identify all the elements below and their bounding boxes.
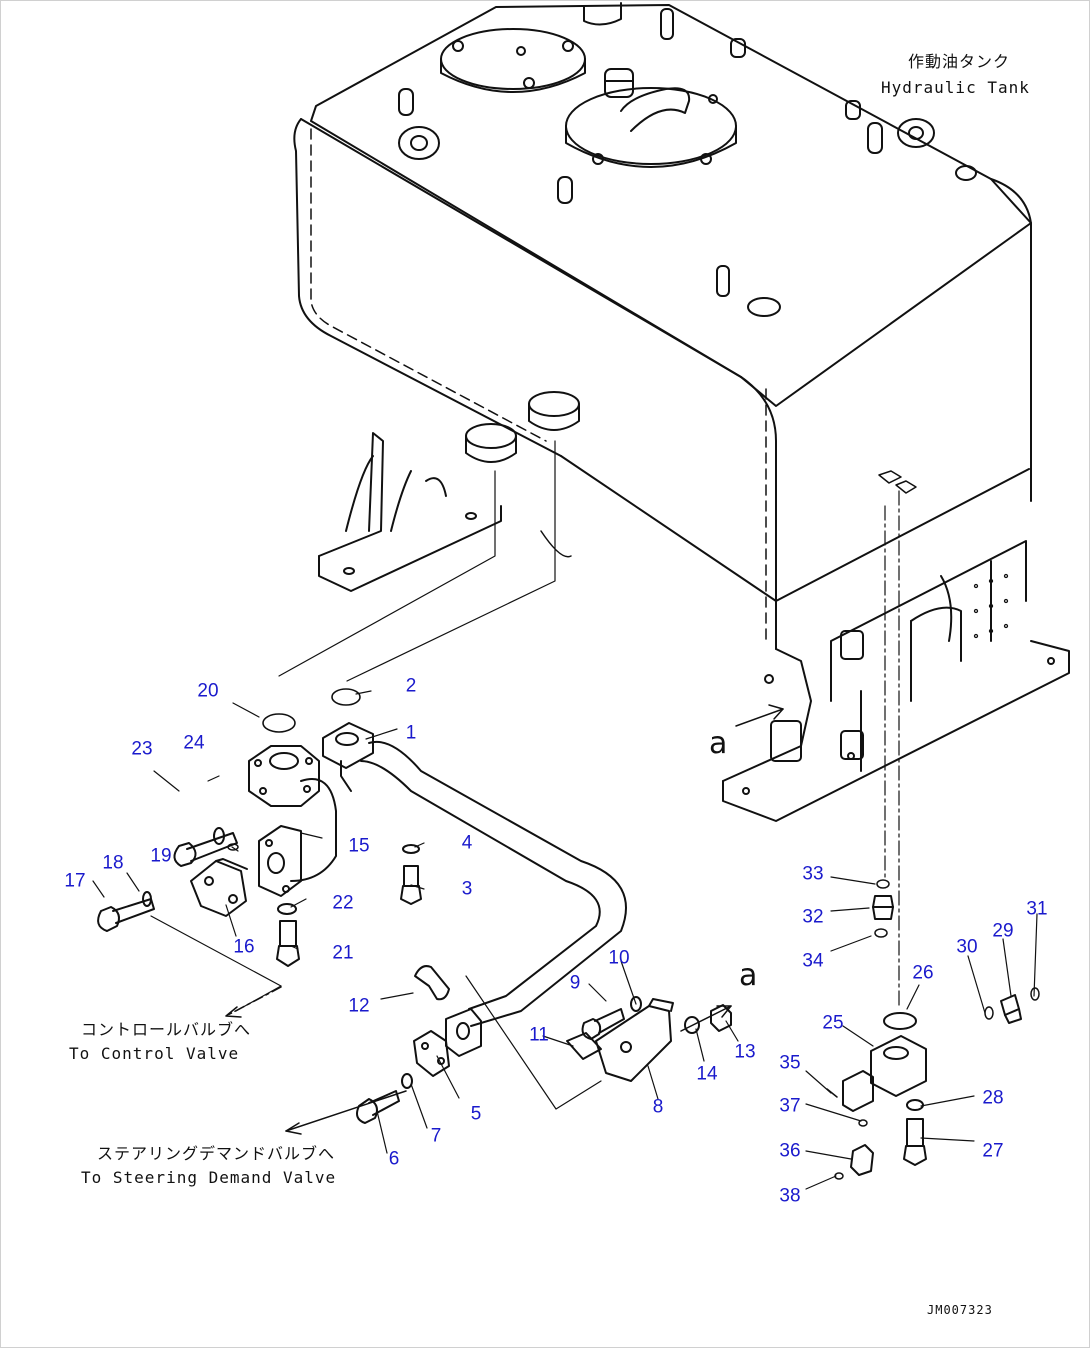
part-callout-31[interactable]: 31: [1026, 898, 1048, 920]
part-callout-25[interactable]: 25: [822, 1012, 844, 1034]
tank-label-jp: 作動油タンク: [908, 52, 1011, 71]
steering-valve-label-jp: ステアリングデマンドバルブへ: [97, 1144, 336, 1163]
part-callout-29[interactable]: 29: [992, 920, 1014, 942]
part-callout-5[interactable]: 5: [470, 1103, 482, 1125]
view-marker-upper: a: [709, 726, 728, 761]
part-callout-9[interactable]: 9: [569, 972, 581, 994]
part-callout-28[interactable]: 28: [982, 1087, 1004, 1109]
part-callout-2[interactable]: 2: [405, 675, 417, 697]
leader-lines: [92, 440, 1038, 1190]
control-valve-label-jp: コントロールバルブへ: [81, 1020, 252, 1039]
part-callout-3[interactable]: 3: [461, 878, 473, 900]
part-callout-32[interactable]: 32: [802, 906, 824, 928]
part-callout-16[interactable]: 16: [233, 936, 255, 958]
part-callout-1[interactable]: 1: [405, 722, 417, 744]
part-callout-35[interactable]: 35: [779, 1052, 801, 1074]
part-callout-27[interactable]: 27: [982, 1140, 1004, 1162]
part-callout-11[interactable]: 11: [529, 1024, 549, 1046]
part-callout-7[interactable]: 7: [430, 1125, 442, 1147]
part-callout-13[interactable]: 13: [734, 1041, 756, 1063]
part-callout-10[interactable]: 10: [608, 947, 630, 969]
part-callout-12[interactable]: 12: [348, 995, 370, 1017]
part-callout-15[interactable]: 15: [348, 835, 370, 857]
part-callout-19[interactable]: 19: [150, 845, 172, 867]
part-callout-22[interactable]: 22: [332, 892, 354, 914]
part-callout-38[interactable]: 38: [779, 1185, 801, 1207]
drawing-id: JM007323: [927, 1303, 993, 1317]
part-callout-8[interactable]: 8: [652, 1096, 664, 1118]
hydraulic-tank: [293, 2, 1070, 822]
tank-label-en: Hydraulic Tank: [881, 78, 1030, 97]
part-callout-20[interactable]: 20: [197, 680, 219, 702]
part-callout-18[interactable]: 18: [102, 852, 124, 874]
view-marker-lower: a: [739, 958, 758, 993]
control-valve-label-en: To Control Valve: [69, 1044, 240, 1063]
part-callout-14[interactable]: 14: [696, 1063, 718, 1085]
direction-arrows: [225, 704, 784, 1135]
part-callout-21[interactable]: 21: [332, 942, 354, 964]
piping-parts: [97, 688, 1040, 1180]
part-callout-26[interactable]: 26: [912, 962, 934, 984]
part-callout-37[interactable]: 37: [779, 1095, 801, 1117]
part-callout-33[interactable]: 33: [802, 863, 824, 885]
part-callout-17[interactable]: 17: [64, 870, 86, 892]
steering-valve-label-en: To Steering Demand Valve: [81, 1168, 337, 1187]
part-callout-36[interactable]: 36: [779, 1140, 801, 1162]
part-callout-24[interactable]: 24: [183, 732, 205, 754]
part-callout-6[interactable]: 6: [388, 1148, 400, 1170]
part-callout-30[interactable]: 30: [956, 936, 978, 958]
part-callout-34[interactable]: 34: [802, 950, 824, 972]
part-callout-23[interactable]: 23: [131, 738, 153, 760]
part-callout-4[interactable]: 4: [461, 832, 473, 854]
